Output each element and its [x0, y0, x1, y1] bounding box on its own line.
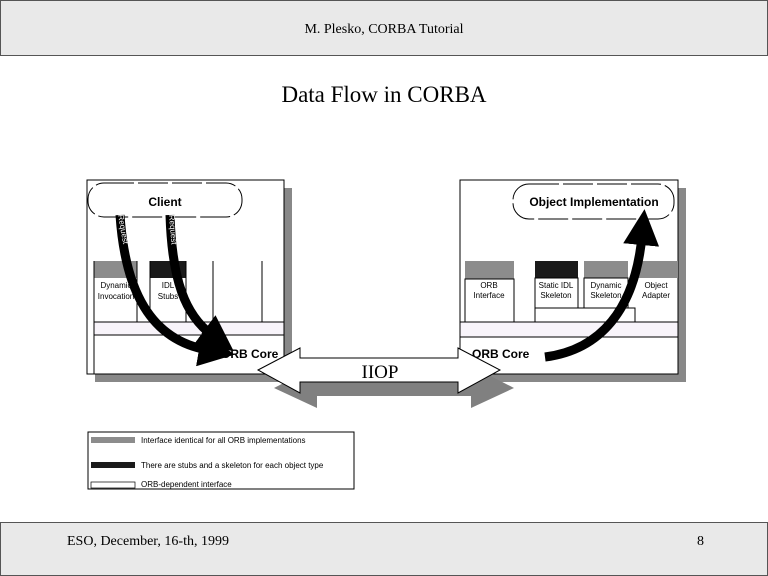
legend-item-white: ORB-dependent interface [141, 480, 232, 489]
header-text: M. Plesko, CORBA Tutorial [304, 22, 464, 37]
client-side-box: Client Dynamic Invocation IDL Stubs Requ… [86, 179, 292, 382]
iiop-arrow: IIOP [256, 347, 514, 408]
server-orb-core-label: ORB Core [472, 347, 530, 361]
slide-header: M. Plesko, CORBA Tutorial [0, 0, 768, 56]
static-skeleton-label-2: Skeleton [540, 291, 571, 300]
request-arrow-dii [115, 214, 235, 367]
dii-label-1: Dynamic [100, 281, 131, 290]
slide-title: Data Flow in CORBA [281, 82, 487, 107]
request-label-2: Request [167, 214, 179, 245]
dii-label-2: Invocation [98, 292, 134, 301]
legend-item-black: There are stubs and a skeleton for each … [141, 461, 324, 470]
orb-interface-label-2: Interface [473, 291, 505, 300]
stubs-label-2: Stubs [158, 292, 178, 301]
static-skeleton-label-1: Static IDL [539, 281, 574, 290]
request-arrow-stubs [165, 214, 234, 352]
object-adapter-label-1: Object [644, 281, 668, 290]
dynamic-skeleton-label-2: Skeleton [590, 291, 621, 300]
stubs-label-1: IDL [162, 281, 175, 290]
object-implementation-label: Object Implementation [529, 195, 658, 209]
client-label: Client [148, 195, 181, 209]
page-number: 8 [697, 534, 704, 549]
dynamic-skeleton-label-1: Dynamic [590, 281, 621, 290]
legend-item-gray: Interface identical for all ORB implemen… [141, 436, 306, 445]
orb-interface-label-1: ORB [480, 281, 497, 290]
client-orb-core-label: ORB Core [221, 347, 279, 361]
object-adapter-label-2: Adapter [642, 291, 670, 300]
upcall-arrow [544, 209, 660, 362]
iiop-label: IIOP [362, 362, 399, 383]
server-side-box: Object Implementation ORB Interface Stat… [459, 179, 686, 382]
legend: Interface identical for all ORB implemen… [87, 431, 355, 490]
footer-text: ESO, December, 16-th, 1999 [67, 534, 229, 549]
slide-footer: ESO, December, 16-th, 1999 8 [0, 522, 768, 576]
